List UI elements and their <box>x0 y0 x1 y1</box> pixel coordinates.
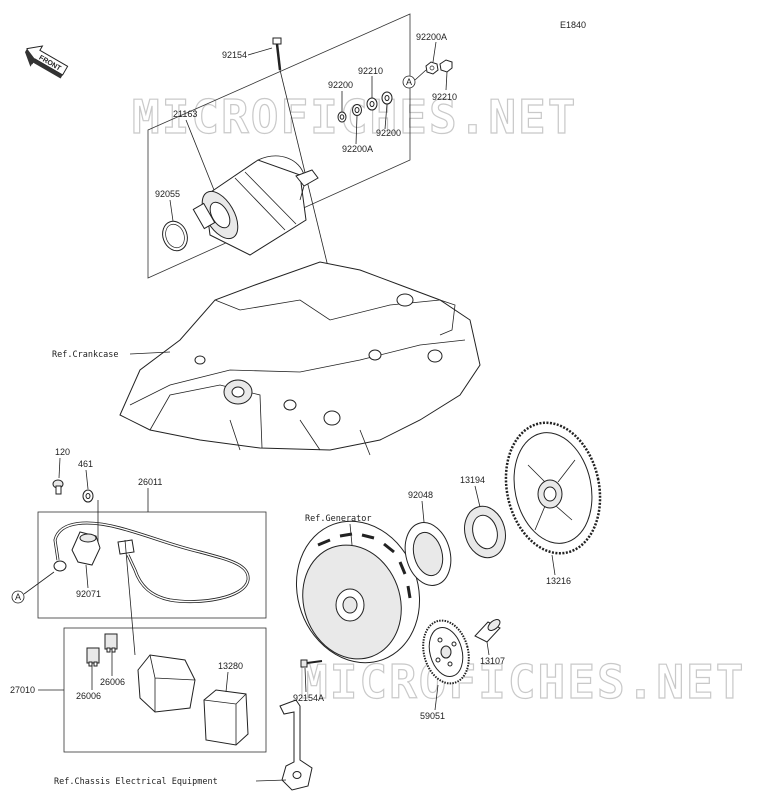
label-92154: 92154 <box>222 50 247 60</box>
label-13107: 13107 <box>480 656 505 666</box>
starter-relay <box>124 539 196 713</box>
label-120: 120 <box>55 447 70 457</box>
cable-box <box>37 511 267 619</box>
callout-a-bottom <box>11 590 25 604</box>
watermark-top: MICROFICHES.NET <box>132 90 577 144</box>
ref-crankcase: Ref.Crankcase <box>52 350 119 360</box>
bolt-120 <box>52 479 64 495</box>
starter-motor <box>192 155 319 256</box>
fuse-26006-a <box>86 647 100 667</box>
label-92048: 92048 <box>408 490 433 500</box>
label-92210-right: 92210 <box>432 92 457 102</box>
fuse-26006-b <box>104 633 118 653</box>
label-27010: 27010 <box>10 685 35 695</box>
label-21163: 21163 <box>173 109 197 119</box>
label-92055: 92055 <box>155 189 180 199</box>
bolt-92154a <box>300 659 323 668</box>
label-13194: 13194 <box>460 475 485 485</box>
watermark-bottom: MICROFICHES.NET <box>300 655 745 709</box>
starter-motor-box <box>147 13 411 279</box>
ref-generator: Ref.Generator <box>305 514 372 524</box>
diagram-code: E1840 <box>560 20 586 30</box>
label-26006-b: 26006 <box>76 691 101 701</box>
label-92200-top: 92200 <box>328 80 353 90</box>
callout-a-bottom-label: A <box>15 592 21 602</box>
label-92200-mid: 92200 <box>376 128 401 138</box>
callout-a-top <box>402 75 416 89</box>
label-26006-a: 26006 <box>100 677 125 687</box>
ref-chassis-electrical: Ref.Chassis Electrical Equipment <box>54 777 218 787</box>
front-arrow-icon: FRONT <box>25 45 69 79</box>
label-92200a-top: 92200A <box>416 32 447 42</box>
label-461: 461 <box>78 459 93 469</box>
idler-gear-59051 <box>422 619 470 685</box>
label-92200a-mid: 92200A <box>342 144 373 154</box>
starter-cable-26011 <box>53 500 250 604</box>
label-92071: 92071 <box>76 589 101 599</box>
label-92210-top: 92210 <box>358 66 383 76</box>
label-13280: 13280 <box>218 661 243 671</box>
plate-92048 <box>404 522 452 586</box>
o-ring-92055 <box>162 220 188 252</box>
starter-gear-13216 <box>504 421 602 555</box>
label-59051: 59051 <box>420 711 445 721</box>
relay-bracket <box>279 699 313 791</box>
label-92154a: 92154A <box>293 693 324 703</box>
washer-nut-group <box>337 59 453 123</box>
terminal-boot-92071 <box>71 531 101 566</box>
clutch-13194 <box>464 505 506 559</box>
shaft-13107 <box>474 619 501 643</box>
label-26011: 26011 <box>138 477 162 487</box>
crankcase <box>119 261 481 456</box>
label-13216: 13216 <box>546 576 571 586</box>
relay-13280 <box>203 689 249 746</box>
callout-a-top-label: A <box>406 77 412 87</box>
